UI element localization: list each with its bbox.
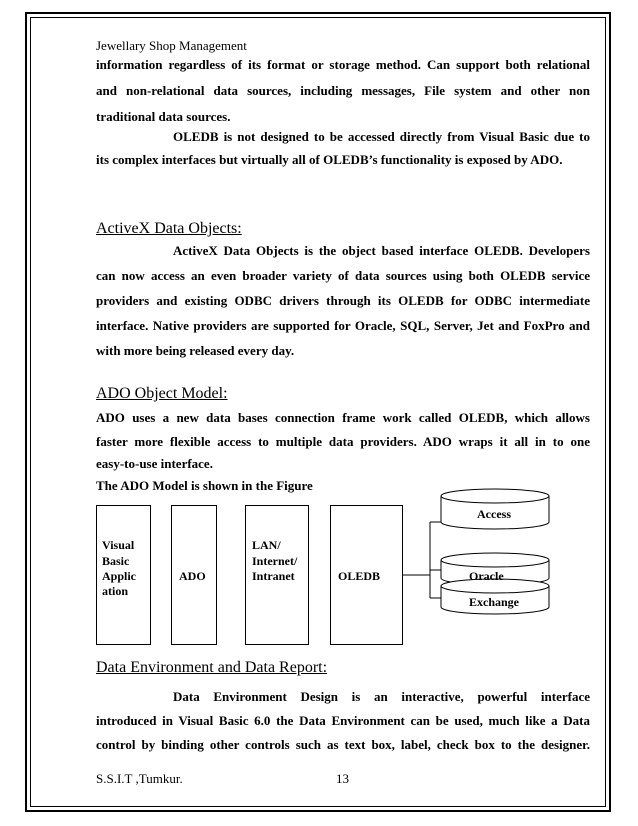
page-border-outer — [25, 12, 611, 812]
ado-label: ADO — [179, 569, 206, 583]
paragraph-line: Data Environment Design is an interactiv… — [173, 689, 590, 704]
paragraph-line: easy-to-use interface. — [96, 456, 213, 471]
vb-label-3: Applic — [102, 569, 137, 583]
exchange-cylinder — [440, 578, 550, 615]
figure-caption: The ADO Model is shown in the Figure — [96, 478, 313, 493]
running-header: Jewellary Shop Management — [96, 38, 247, 53]
footer-institution: S.S.I.T ,Tumkur. — [96, 771, 183, 786]
paragraph-line: providers and existing ODBC drivers thro… — [96, 293, 590, 308]
lan-box — [245, 505, 309, 645]
section-heading-data-environment: Data Environment and Data Report: — [96, 659, 328, 676]
vb-label-2: Basic — [102, 554, 130, 568]
access-label: Access — [477, 507, 511, 521]
paragraph-line: can now access an even broader variety o… — [96, 268, 590, 283]
vb-label-4: ation — [102, 584, 129, 598]
paragraph-line: and non-relational data sources, includi… — [96, 83, 590, 98]
oledb-box — [330, 505, 403, 645]
paragraph-line: interface. Native providers are supporte… — [96, 318, 590, 333]
vb-label-1: Visual — [102, 538, 135, 552]
paragraph-line: faster more flexible access to multiple … — [96, 434, 590, 449]
access-cylinder — [440, 488, 550, 530]
ado-box — [171, 505, 217, 645]
paragraph-line: information regardless of its format or … — [96, 57, 590, 72]
exchange-label: Exchange — [469, 595, 520, 609]
visual-basic-box — [96, 505, 151, 645]
section-heading-activex: ActiveX Data Objects: — [96, 220, 242, 237]
paragraph-line: traditional data sources. — [96, 109, 231, 124]
paragraph-line: with more being released every day. — [96, 343, 295, 358]
paragraph-line: ADO uses a new data bases connection fra… — [96, 410, 590, 425]
paragraph-line: ActiveX Data Objects is the object based… — [173, 243, 590, 258]
lan-label-2: Internet/ — [252, 554, 298, 568]
paragraph-line: its complex interfaces but virtually all… — [96, 152, 563, 167]
paragraph-line: introduced in Visual Basic 6.0 the Data … — [96, 713, 590, 728]
oracle-label: Oracle — [469, 569, 504, 583]
lan-label-1: LAN/ — [252, 538, 281, 552]
page-number: 13 — [336, 771, 349, 786]
oledb-label: OLEDB — [338, 569, 381, 583]
page-border-inner — [30, 17, 606, 807]
paragraph-line: OLEDB is not designed to be accessed dir… — [173, 129, 590, 144]
paragraph-line: control by binding other controls such a… — [96, 737, 590, 752]
section-heading-ado-model: ADO Object Model: — [96, 385, 228, 402]
lan-label-3: Intranet — [252, 569, 295, 583]
